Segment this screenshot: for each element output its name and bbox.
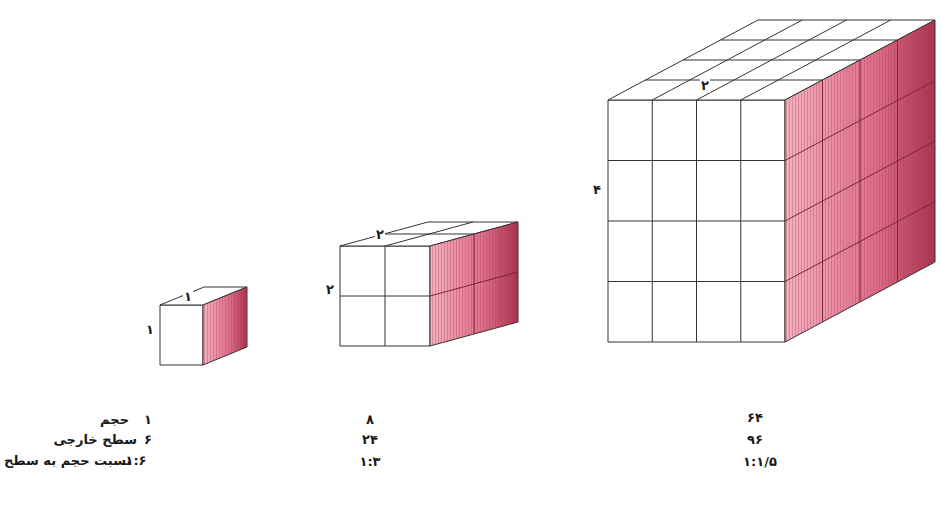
grid-line (721, 40, 898, 41)
row-heading: حجم (99, 413, 130, 427)
table-value: ۱ (143, 413, 153, 427)
dimension-label: ۲ (325, 283, 335, 297)
row-heading: سطح خارجی (52, 433, 138, 447)
dimension-label: ۲ (700, 79, 710, 93)
table-value: ۶ (143, 433, 153, 447)
grid-line (740, 100, 741, 342)
grid-line (785, 202, 935, 282)
side-hatching (430, 222, 518, 346)
dimension-label: ۱ (145, 323, 155, 337)
front-face (160, 305, 203, 365)
table-value: ۶۴ (746, 411, 764, 425)
grid-line (430, 272, 518, 296)
table-value: ۲۴ (361, 433, 379, 447)
side-face (203, 287, 247, 365)
row-heading: نسبت حجم به سطح (3, 454, 132, 468)
side-face (430, 222, 518, 346)
grid-line (897, 40, 898, 282)
grid-line (340, 296, 430, 297)
grid-line (608, 221, 785, 222)
dimension-label: ۲ (375, 228, 385, 242)
grid-line (785, 141, 935, 221)
table-value: ۸ (365, 413, 375, 427)
dimension-label: ۱ (183, 290, 193, 304)
cube (608, 20, 935, 342)
side-hatching (785, 20, 935, 342)
grid-line (683, 60, 860, 61)
front-face (608, 100, 785, 342)
grid-line (385, 222, 473, 246)
side-hatching (203, 287, 247, 365)
side-face (785, 20, 935, 342)
grid-line (608, 281, 785, 282)
table-value: ۱:۳ (358, 455, 381, 469)
cube (160, 287, 247, 365)
dimension-label: ۴ (592, 183, 602, 197)
front-face (340, 246, 430, 346)
table-value: ۹۶ (746, 433, 764, 447)
grid-line (384, 234, 474, 235)
table-value: ۱:۱/۵ (742, 455, 778, 469)
grid-line (741, 20, 891, 100)
cube (340, 222, 518, 346)
